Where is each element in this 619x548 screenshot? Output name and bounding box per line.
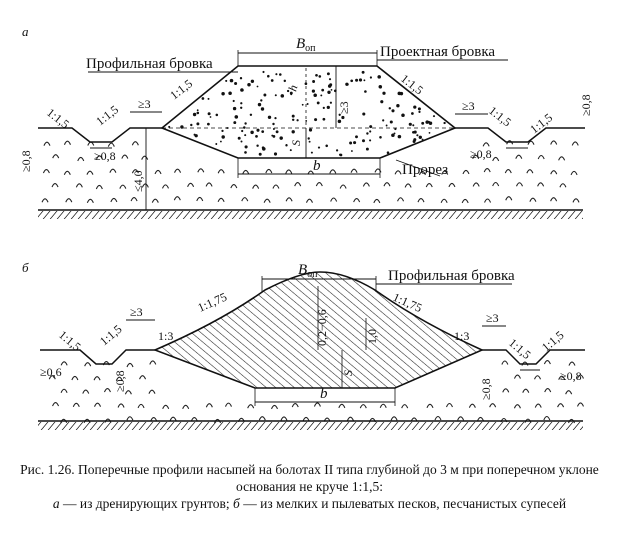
bog-texture-a [41,140,580,204]
svg-text:1:1,5: 1:1,5 [97,322,125,348]
figure-caption: Рис. 1.26. Поперечные профили насыпей на… [20,461,599,512]
svg-text:≥0,8: ≥0,8 [479,378,493,400]
embankment-b-body [152,271,484,389]
figure-b-letter: б [22,260,29,275]
svg-text:0,2−0,6: 0,2−0,6 [315,309,329,346]
svg-text:≥0,8: ≥0,8 [19,150,33,172]
ge3-vertical-label-a: ≥3 [337,101,351,114]
svg-text:1:3: 1:3 [158,329,173,343]
b-op-label-b: Bоп [298,262,318,280]
b-op-label-a: Bоп [296,36,316,54]
profile-edge-label-a: Профильная бровка [86,56,213,72]
profile-edge-label-b: Профильная бровка [388,268,515,284]
embankment-profiles-figure: а Bоп Профильная бровка Проектная бровка… [19,24,593,430]
svg-text:≥0,8: ≥0,8 [94,149,116,163]
svg-text:1:1,5: 1:1,5 [167,76,195,102]
svg-text:≥3: ≥3 [486,311,499,325]
ground-hatch-a [38,211,583,219]
svg-text:1:1,75: 1:1,75 [196,290,229,315]
bog-surface-right-b [482,349,585,365]
cut-label-a: Прорез [402,162,448,178]
figure-b: б Bоп Профильная бровка 0,2−0,6 S 1,0 b … [22,260,585,430]
svg-text:≥0,8: ≥0,8 [470,147,492,161]
svg-text:1:1,5: 1:1,5 [506,336,534,362]
svg-text:1:1,5: 1:1,5 [93,102,121,128]
svg-text:≥0,6: ≥0,6 [40,365,62,379]
svg-text:h: h [285,83,300,92]
base-b-label-a: b [313,158,321,174]
base-b-label-b: b [320,386,328,402]
caption-line-2: а — из дренирующих грунтов; б — из мелки… [52,496,567,511]
svg-text:≥0,8: ≥0,8 [579,94,593,116]
svg-text:1:1,5: 1:1,5 [486,103,514,129]
ground-hatch-b [38,422,583,430]
caption-line-1: Рис. 1.26. Поперечные профили насыпей на… [20,462,599,494]
figure-a: а Bоп Профильная бровка Проектная бровка… [19,24,593,219]
design-edge-label-a: Проектная бровка [380,44,495,60]
sand-dots-a [168,70,446,157]
bog-surface-right-a [455,127,585,143]
svg-text:≥0,8: ≥0,8 [560,369,582,383]
figure-a-letter: а [22,24,29,39]
svg-text:1:3: 1:3 [454,329,469,343]
svg-text:S: S [289,140,303,146]
svg-text:≥0,8: ≥0,8 [113,370,127,392]
svg-text:1,0: 1,0 [365,329,379,344]
svg-text:≥3: ≥3 [130,305,143,319]
bog-surface-left-b [40,349,155,365]
bog-surface-left-a [38,127,162,143]
svg-text:≤4,0: ≤4,0 [131,170,145,192]
svg-text:≥3: ≥3 [462,99,475,113]
svg-text:S: S [341,370,355,376]
svg-text:≥3: ≥3 [138,97,151,111]
